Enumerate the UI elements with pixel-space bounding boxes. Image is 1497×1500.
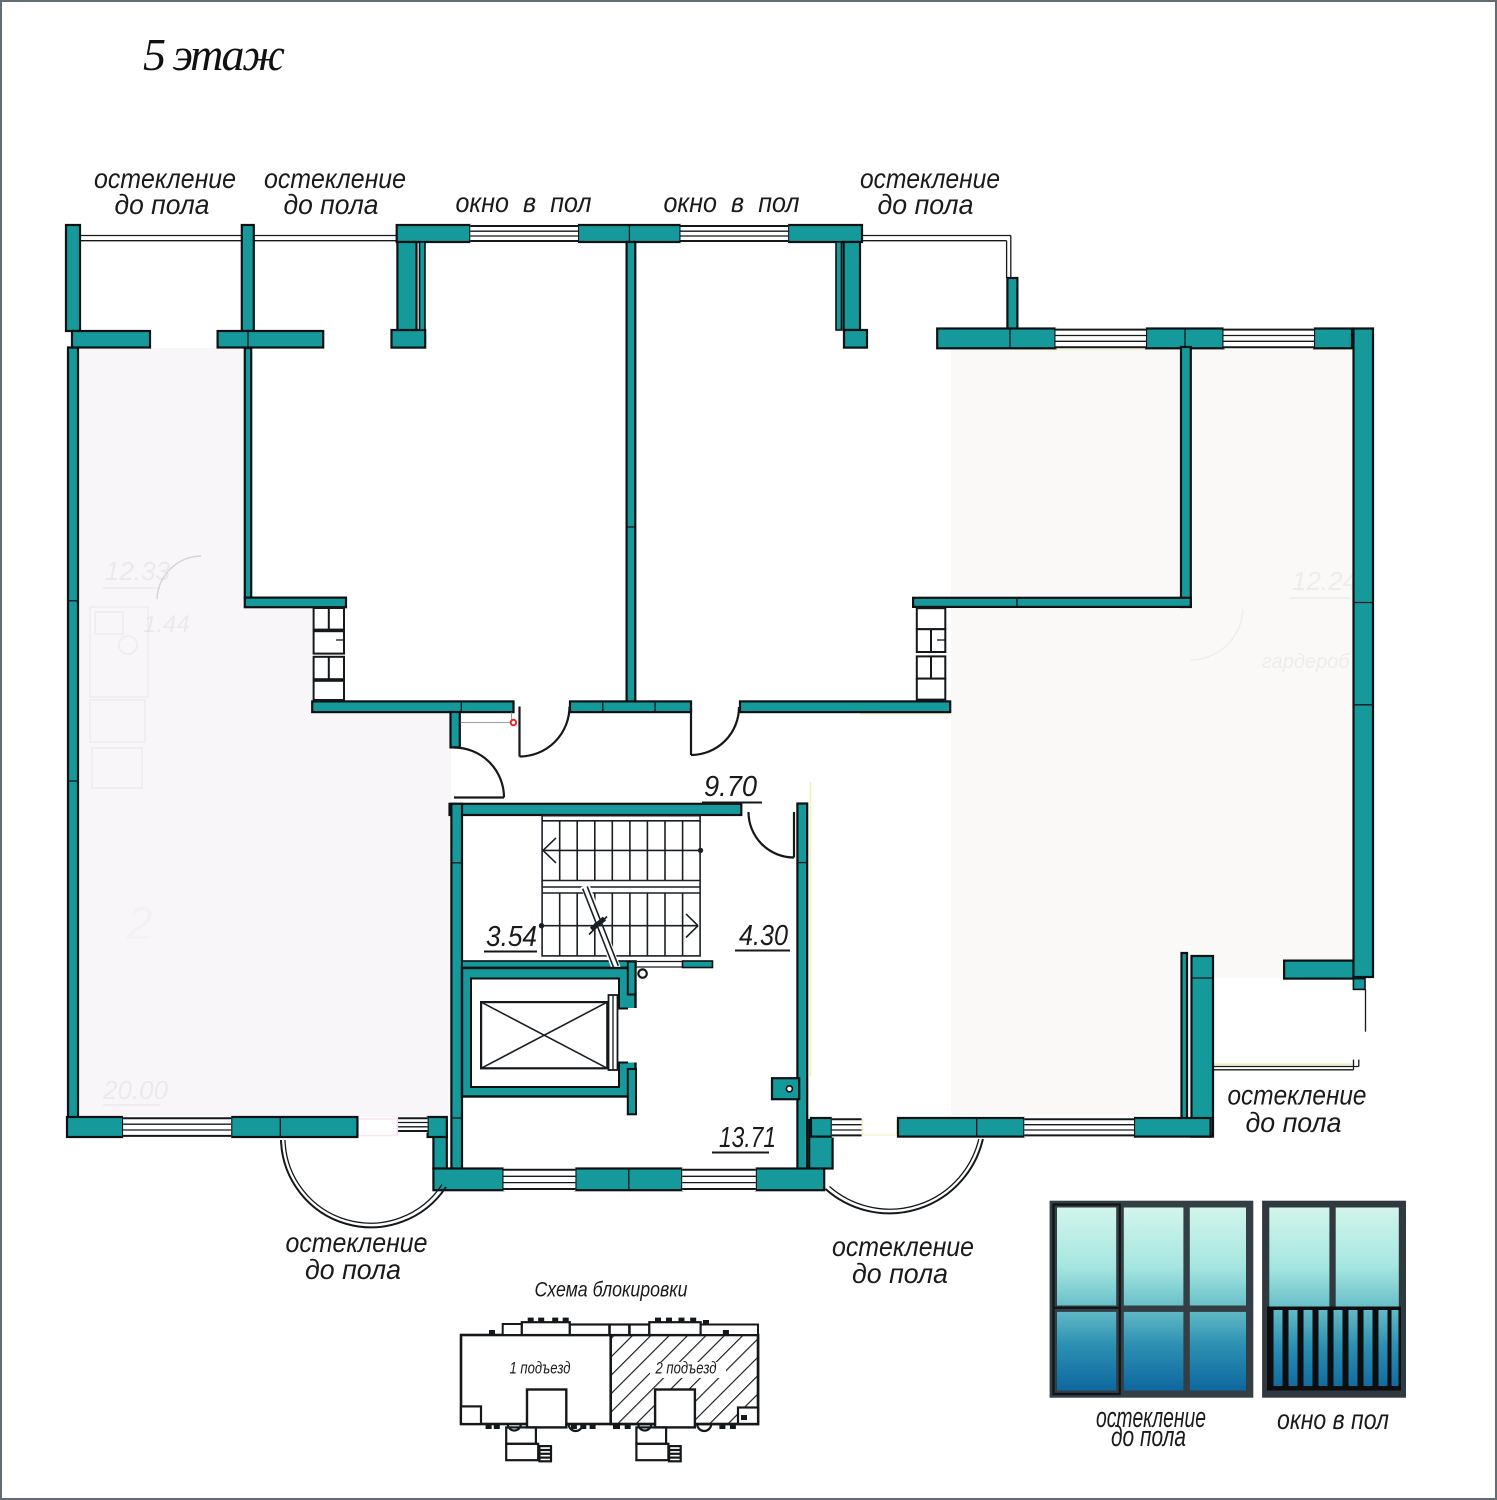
svg-text:окно в пол: окно в пол [664,187,800,218]
svg-text:окно в пол: окно в пол [456,187,592,218]
svg-text:Схема блокировки: Схема блокировки [535,1279,688,1302]
svg-text:до пола: до пола [115,189,210,220]
svg-text:остекление: остекление [1228,1080,1367,1111]
svg-text:до пола: до пола [1246,1107,1342,1138]
svg-text:остекление: остекление [286,1227,428,1258]
svg-text:9.70: 9.70 [704,771,757,803]
svg-text:3.54: 3.54 [486,921,537,953]
svg-text:остекление: остекление [94,163,236,194]
svg-text:до пола: до пола [852,1258,948,1289]
svg-text:остекление: остекление [832,1231,974,1262]
svg-text:12.33: 12.33 [105,556,171,586]
svg-text:окно в пол: окно в пол [1277,1404,1389,1435]
svg-text:до пола: до пола [878,189,974,220]
svg-text:2: 2 [126,897,153,949]
svg-text:1.44: 1.44 [143,611,190,638]
svg-text:остекление: остекление [1096,1402,1206,1434]
svg-text:остекление: остекление [860,163,1000,194]
svg-text:20.00: 20.00 [102,1075,169,1105]
svg-text:до пола: до пола [1111,1421,1186,1453]
svg-text:13.71: 13.71 [719,1122,776,1154]
svg-text:1 подъезд: 1 подъезд [510,1360,571,1378]
svg-text:2 подъезд: 2 подъезд [655,1360,717,1378]
svg-text:гардероб: гардероб [1262,651,1350,673]
svg-text:5 этаж: 5 этаж [143,29,285,80]
svg-text:до пола: до пола [284,189,379,220]
svg-text:остекление: остекление [264,163,406,194]
svg-text:до пола: до пола [305,1254,401,1285]
svg-text:12.24: 12.24 [1292,566,1357,596]
svg-text:4.30: 4.30 [739,920,788,952]
